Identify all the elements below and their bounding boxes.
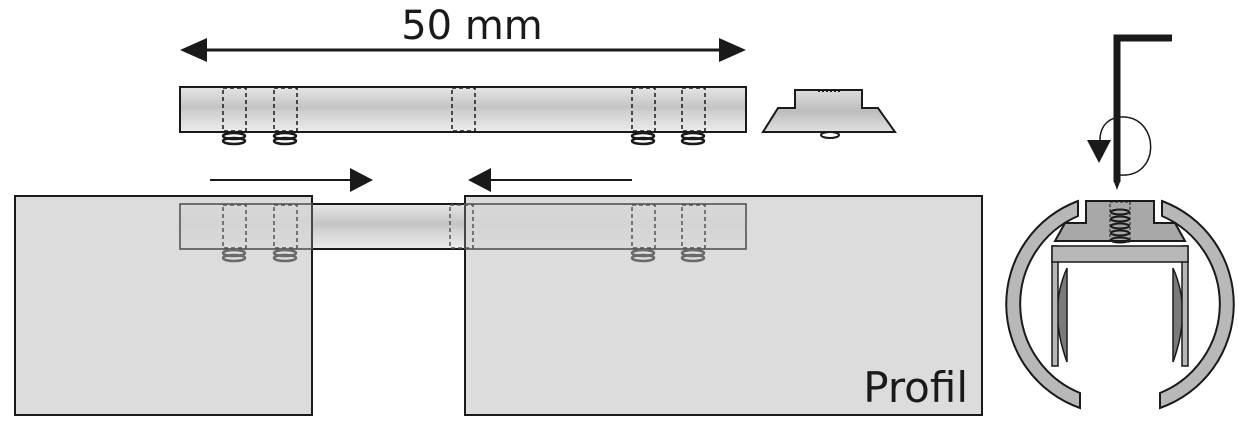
profile-left	[14, 195, 313, 416]
connector-side-view	[761, 89, 897, 139]
spring-screws	[221, 131, 706, 146]
dimension-arrow	[180, 38, 746, 62]
profile-right	[464, 195, 983, 416]
rotation-arrow-icon	[1087, 140, 1111, 163]
slide-arrow-right	[210, 168, 373, 192]
dimension-label: 50 mm	[401, 3, 543, 49]
slide-arrow-left	[468, 168, 632, 192]
profile-label: Profil	[863, 363, 968, 412]
connector-bar	[179, 86, 747, 146]
profile-cross-section	[1005, 199, 1235, 410]
hidden-screw-holes	[222, 204, 706, 249]
allen-key-icon	[1087, 34, 1172, 190]
